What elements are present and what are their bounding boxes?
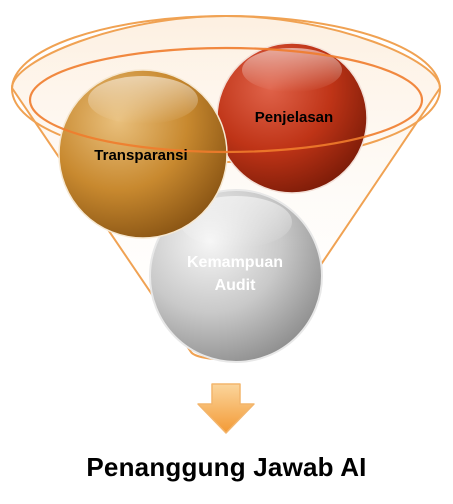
circle-penjelasan xyxy=(216,42,368,194)
circle-transparansi xyxy=(58,69,228,239)
label-transparansi: Transparansi xyxy=(94,147,187,164)
circle-kemampuan-audit xyxy=(149,189,323,363)
funnel-rim-inner xyxy=(28,46,424,154)
down-arrow-icon xyxy=(197,383,255,434)
label-audit: Audit xyxy=(215,277,257,294)
label-kemampuan: Kemampuan xyxy=(187,254,283,271)
result-title: Penanggung Jawab AI xyxy=(86,452,367,482)
label-penjelasan: Penjelasan xyxy=(255,109,333,126)
